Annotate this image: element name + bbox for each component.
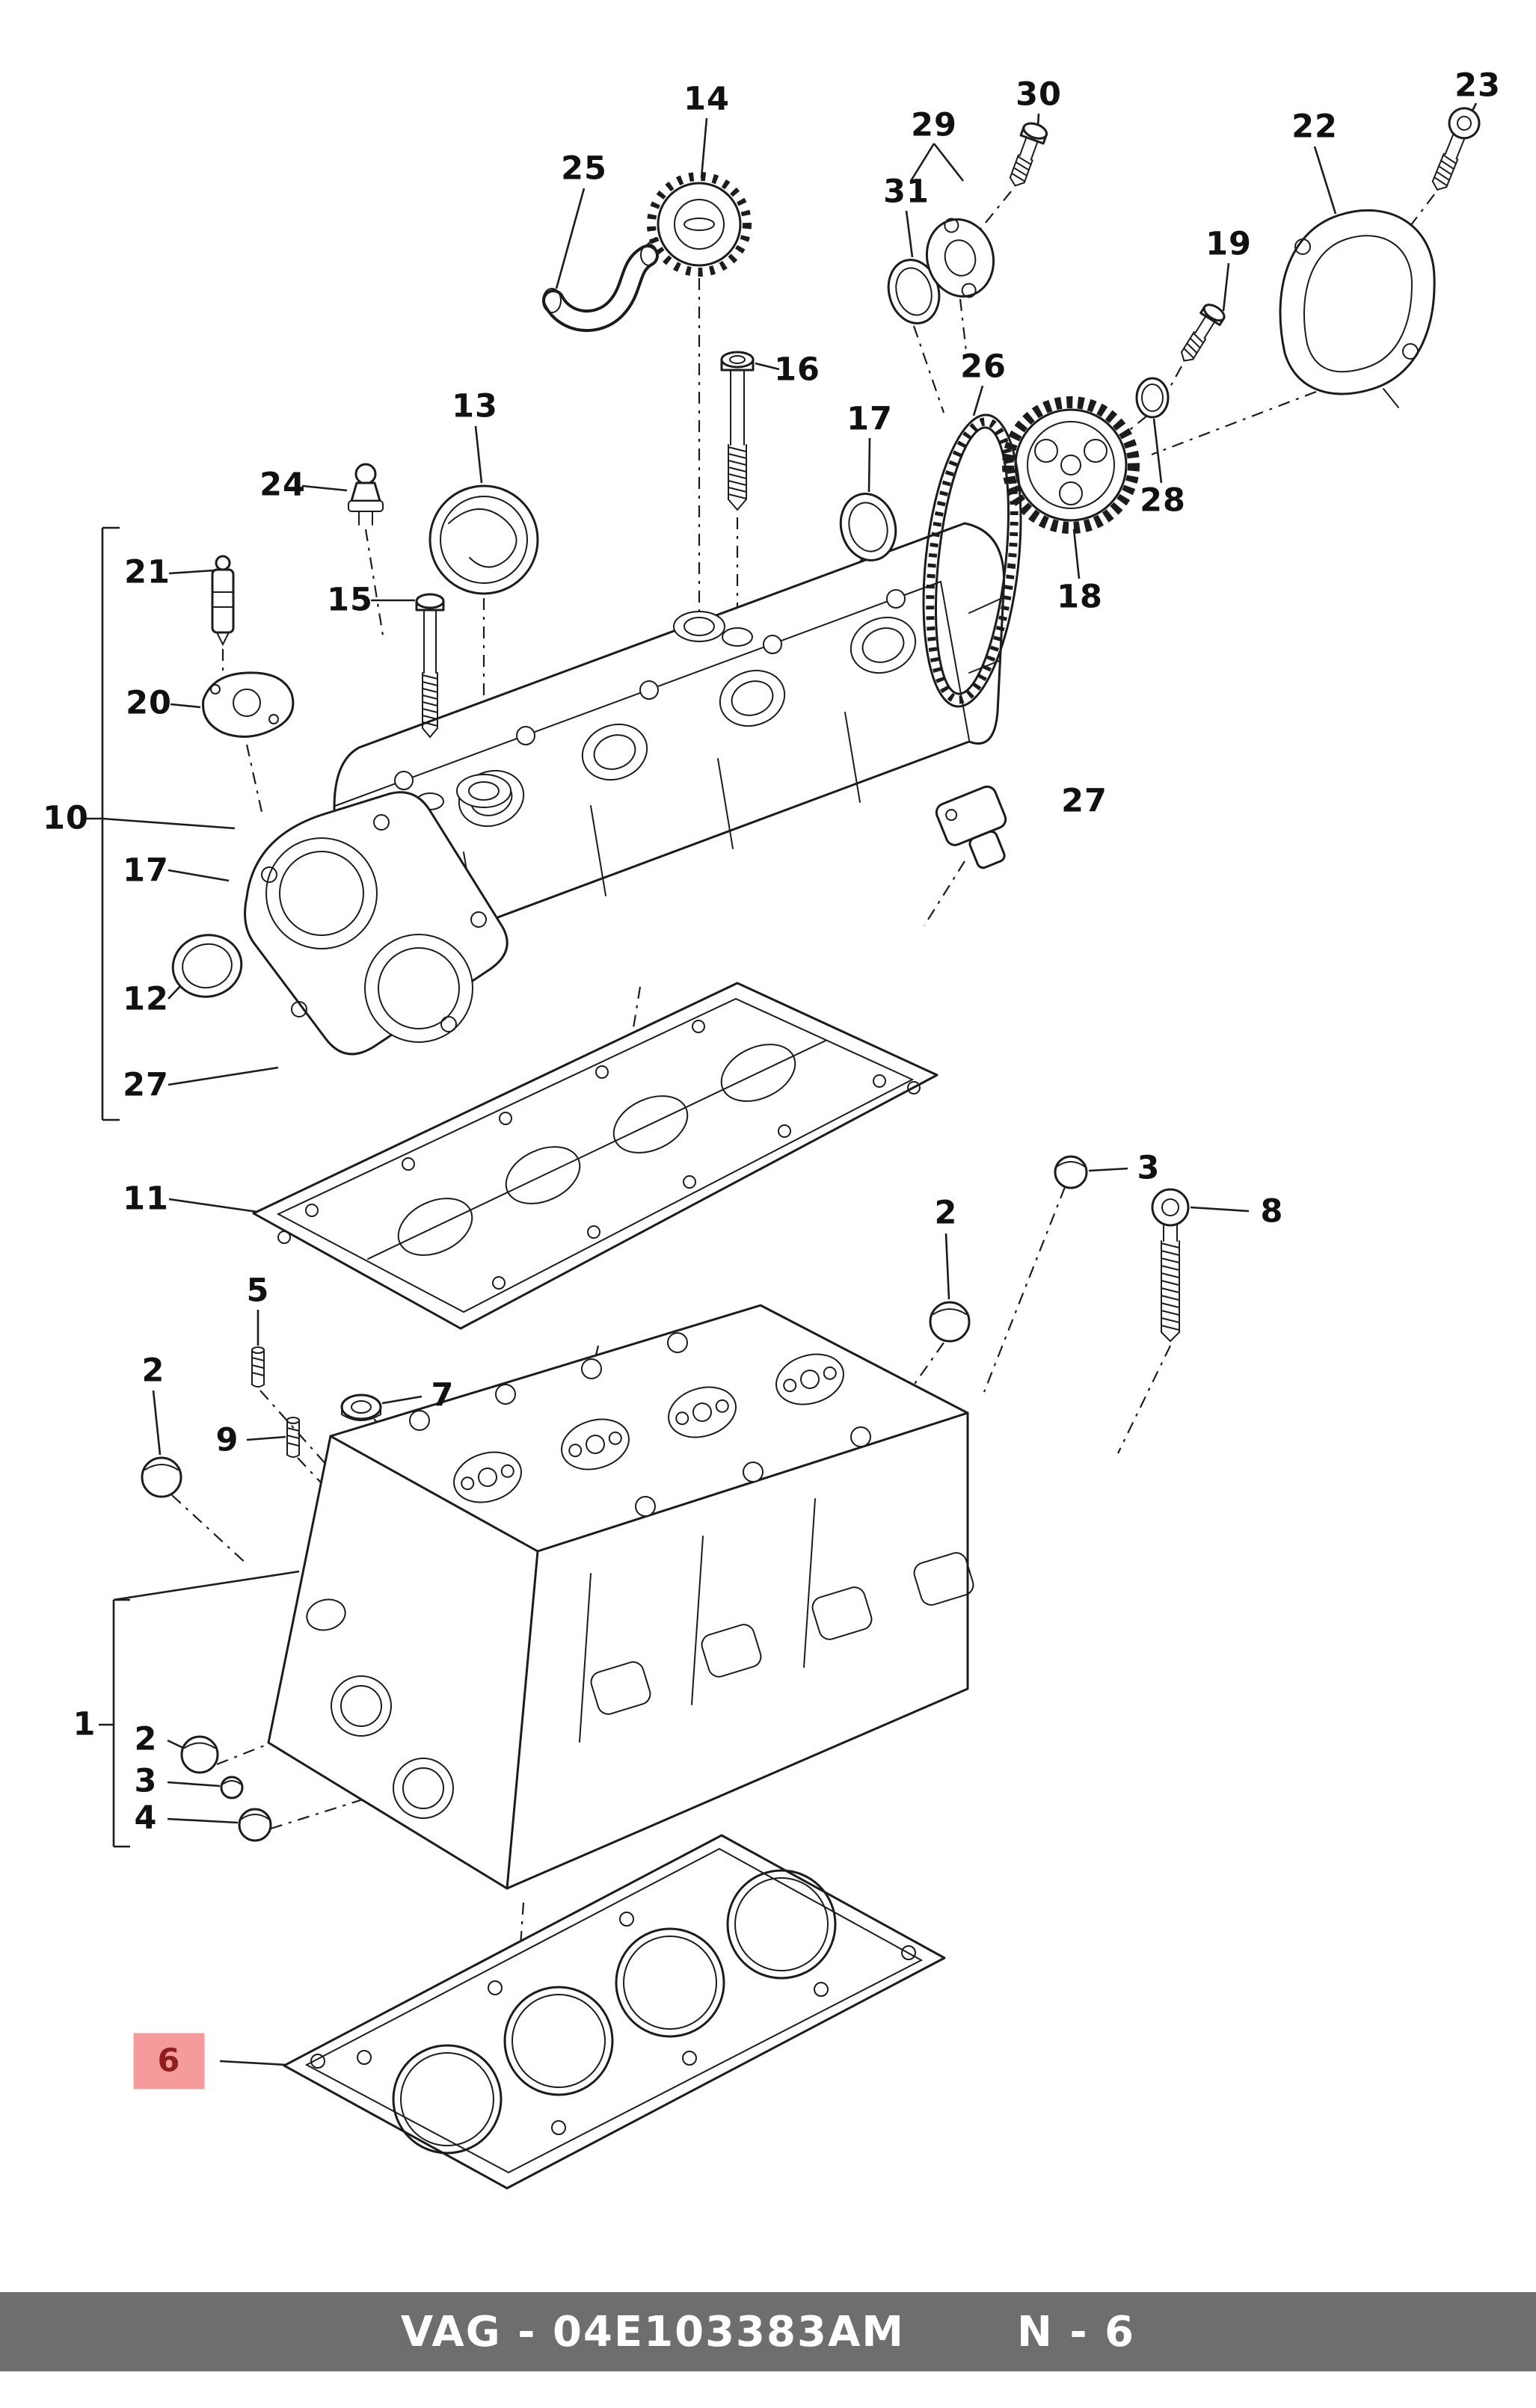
callout-leader-lines <box>85 102 1478 2066</box>
camshaft-seal-drawing <box>839 493 897 561</box>
callout-29[interactable]: 29 <box>911 106 957 144</box>
bolt-8-drawing <box>1151 1188 1190 1343</box>
callout-16[interactable]: 16 <box>774 351 820 389</box>
callout-17-left[interactable]: 17 <box>123 852 169 890</box>
callout-4[interactable]: 4 <box>134 1799 158 1837</box>
bolt-15-drawing <box>415 593 445 739</box>
callout-2-mid[interactable]: 2 <box>934 1194 958 1232</box>
sealing-cap-13-drawing <box>428 484 539 595</box>
callout-17-top[interactable]: 17 <box>847 400 893 438</box>
camshaft-sprocket-drawing <box>1002 396 1140 534</box>
breather-hose-drawing <box>542 244 659 333</box>
callout-1[interactable]: 1 <box>73 1705 96 1743</box>
sealing-cap-3-top-drawing <box>1054 1155 1088 1189</box>
callout-25[interactable]: 25 <box>561 150 607 188</box>
bolt-30-drawing <box>1009 122 1048 187</box>
callout-20[interactable]: 20 <box>126 684 172 722</box>
seal-ring-31-drawing <box>887 259 941 324</box>
chain-tensioner-cover-drawing <box>1279 209 1436 408</box>
callout-5[interactable]: 5 <box>246 1272 270 1310</box>
footer-page-ref: N - 6 <box>1017 2307 1136 2356</box>
callout-28[interactable]: 28 <box>1140 481 1186 520</box>
stud-9-drawing <box>286 1417 300 1458</box>
callout-14[interactable]: 14 <box>683 80 730 118</box>
bolt-16-drawing <box>720 351 755 511</box>
callout-27-left[interactable]: 27 <box>123 1066 169 1104</box>
callout-15[interactable]: 15 <box>327 581 373 619</box>
camshaft-housing-drawing <box>333 522 1006 973</box>
bolt-23-drawing <box>1431 107 1481 191</box>
head-gasket-drawing <box>283 1834 946 2190</box>
nut-7-drawing <box>340 1394 382 1421</box>
sealing-cap-3-lower-drawing <box>220 1776 244 1799</box>
sealing-cap-2-lower-drawing <box>180 1735 219 1774</box>
callout-23[interactable]: 23 <box>1454 67 1501 105</box>
callout-21[interactable]: 21 <box>124 553 171 591</box>
housing-end-plate-drawing <box>244 791 509 1056</box>
sealing-cap-2-left-drawing <box>141 1456 182 1498</box>
callout-26[interactable]: 26 <box>960 348 1007 386</box>
cylinder-head-drawing <box>267 1304 974 1890</box>
valve-20-drawing <box>202 671 295 738</box>
callout-18[interactable]: 18 <box>1057 578 1103 616</box>
callout-8[interactable]: 8 <box>1260 1192 1284 1231</box>
callout-24[interactable]: 24 <box>259 466 306 504</box>
footer-catalog-text: VAG - 04E103383AM <box>400 2307 906 2356</box>
footer-bar: VAG - 04E103383AM N - 6 <box>0 2292 1536 2371</box>
callout-9[interactable]: 9 <box>215 1421 239 1459</box>
callout-10[interactable]: 10 <box>43 799 89 837</box>
callout-19[interactable]: 19 <box>1205 225 1252 263</box>
sealing-cap-4-drawing <box>238 1808 272 1842</box>
stud-5-drawing <box>251 1346 265 1388</box>
callout-27-right[interactable]: 27 <box>1061 782 1108 820</box>
valve-cover-gasket-drawing <box>252 982 939 1330</box>
valve-24-drawing <box>348 463 384 526</box>
callout-3-right[interactable]: 3 <box>1137 1149 1161 1187</box>
callout-11[interactable]: 11 <box>123 1180 169 1218</box>
callout-7[interactable]: 7 <box>431 1376 455 1414</box>
callout-13[interactable]: 13 <box>452 387 498 425</box>
callout-22[interactable]: 22 <box>1291 108 1338 146</box>
sensor-21-drawing <box>211 555 235 647</box>
timing-chain-drawing <box>922 413 1022 708</box>
callout-6-highlighted[interactable]: 6 <box>133 2033 205 2090</box>
callout-30[interactable]: 30 <box>1016 76 1062 114</box>
o-ring-28-drawing <box>1135 377 1170 419</box>
callout-12[interactable]: 12 <box>123 980 169 1018</box>
sealing-ring-12-drawing <box>171 934 243 998</box>
bolt-19-drawing <box>1180 304 1226 362</box>
callout-3-lower[interactable]: 3 <box>134 1762 158 1800</box>
callout-31[interactable]: 31 <box>883 173 930 211</box>
sensor-27-drawing <box>935 785 1007 869</box>
callout-2-left[interactable]: 2 <box>141 1352 165 1390</box>
callout-2-lower[interactable]: 2 <box>134 1720 158 1758</box>
sealing-cap-2-mid-drawing <box>929 1301 971 1343</box>
sealing-flange-drawing <box>925 218 995 298</box>
